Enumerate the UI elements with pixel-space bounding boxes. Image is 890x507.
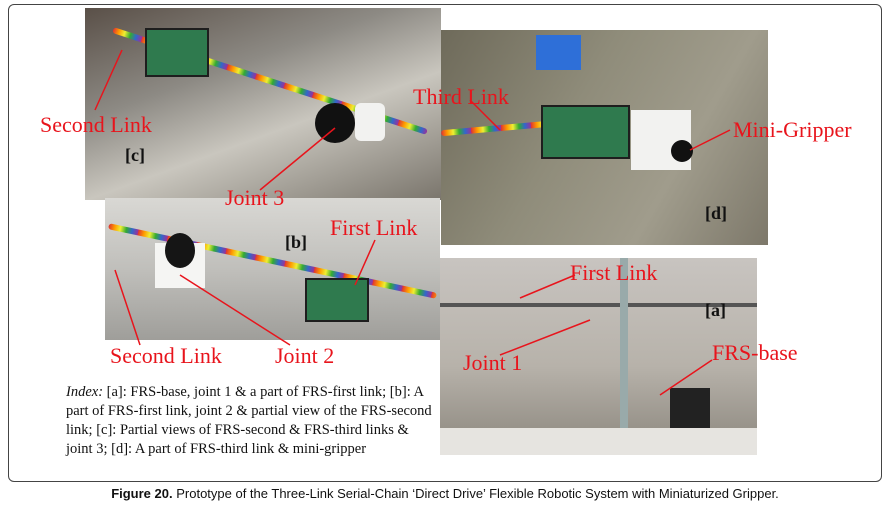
label-first-link-a: First Link [570, 260, 658, 285]
label-joint-3: Joint 3 [225, 185, 285, 210]
index-prefix: Index: [66, 384, 104, 400]
photo-c-second-third-links [85, 8, 441, 200]
label-joint-2: Joint 2 [275, 343, 335, 368]
label-panel-d: [d] [705, 203, 727, 223]
caption-label: Figure 20. [111, 486, 173, 501]
photo-a-base-joint1 [440, 258, 757, 455]
label-first-link-b: First Link [330, 215, 418, 240]
photo-b-first-link-joint2 [105, 198, 440, 340]
label-panel-b: [b] [285, 232, 307, 252]
index-body: [a]: FRS-base, joint 1 & a part of FRS-f… [66, 384, 432, 457]
label-panel-a: [a] [705, 300, 726, 320]
label-joint-1: Joint 1 [463, 350, 523, 375]
caption-text: Prototype of the Three-Link Serial-Chain… [172, 486, 779, 501]
label-third-link: Third Link [413, 84, 509, 109]
label-mini-gripper: Mini-Gripper [733, 117, 852, 142]
figure-frame [8, 4, 882, 482]
label-second-link-b: Second Link [110, 343, 222, 368]
figure-caption: Figure 20. Prototype of the Three-Link S… [0, 486, 890, 501]
figure-index-text: Index: [a]: FRS-base, joint 1 & a part o… [66, 383, 436, 459]
label-frs-base: FRS-base [712, 340, 798, 365]
photo-d-third-link-gripper [441, 30, 768, 245]
label-second-link-c: Second Link [40, 112, 152, 137]
label-panel-c: [c] [125, 145, 145, 165]
